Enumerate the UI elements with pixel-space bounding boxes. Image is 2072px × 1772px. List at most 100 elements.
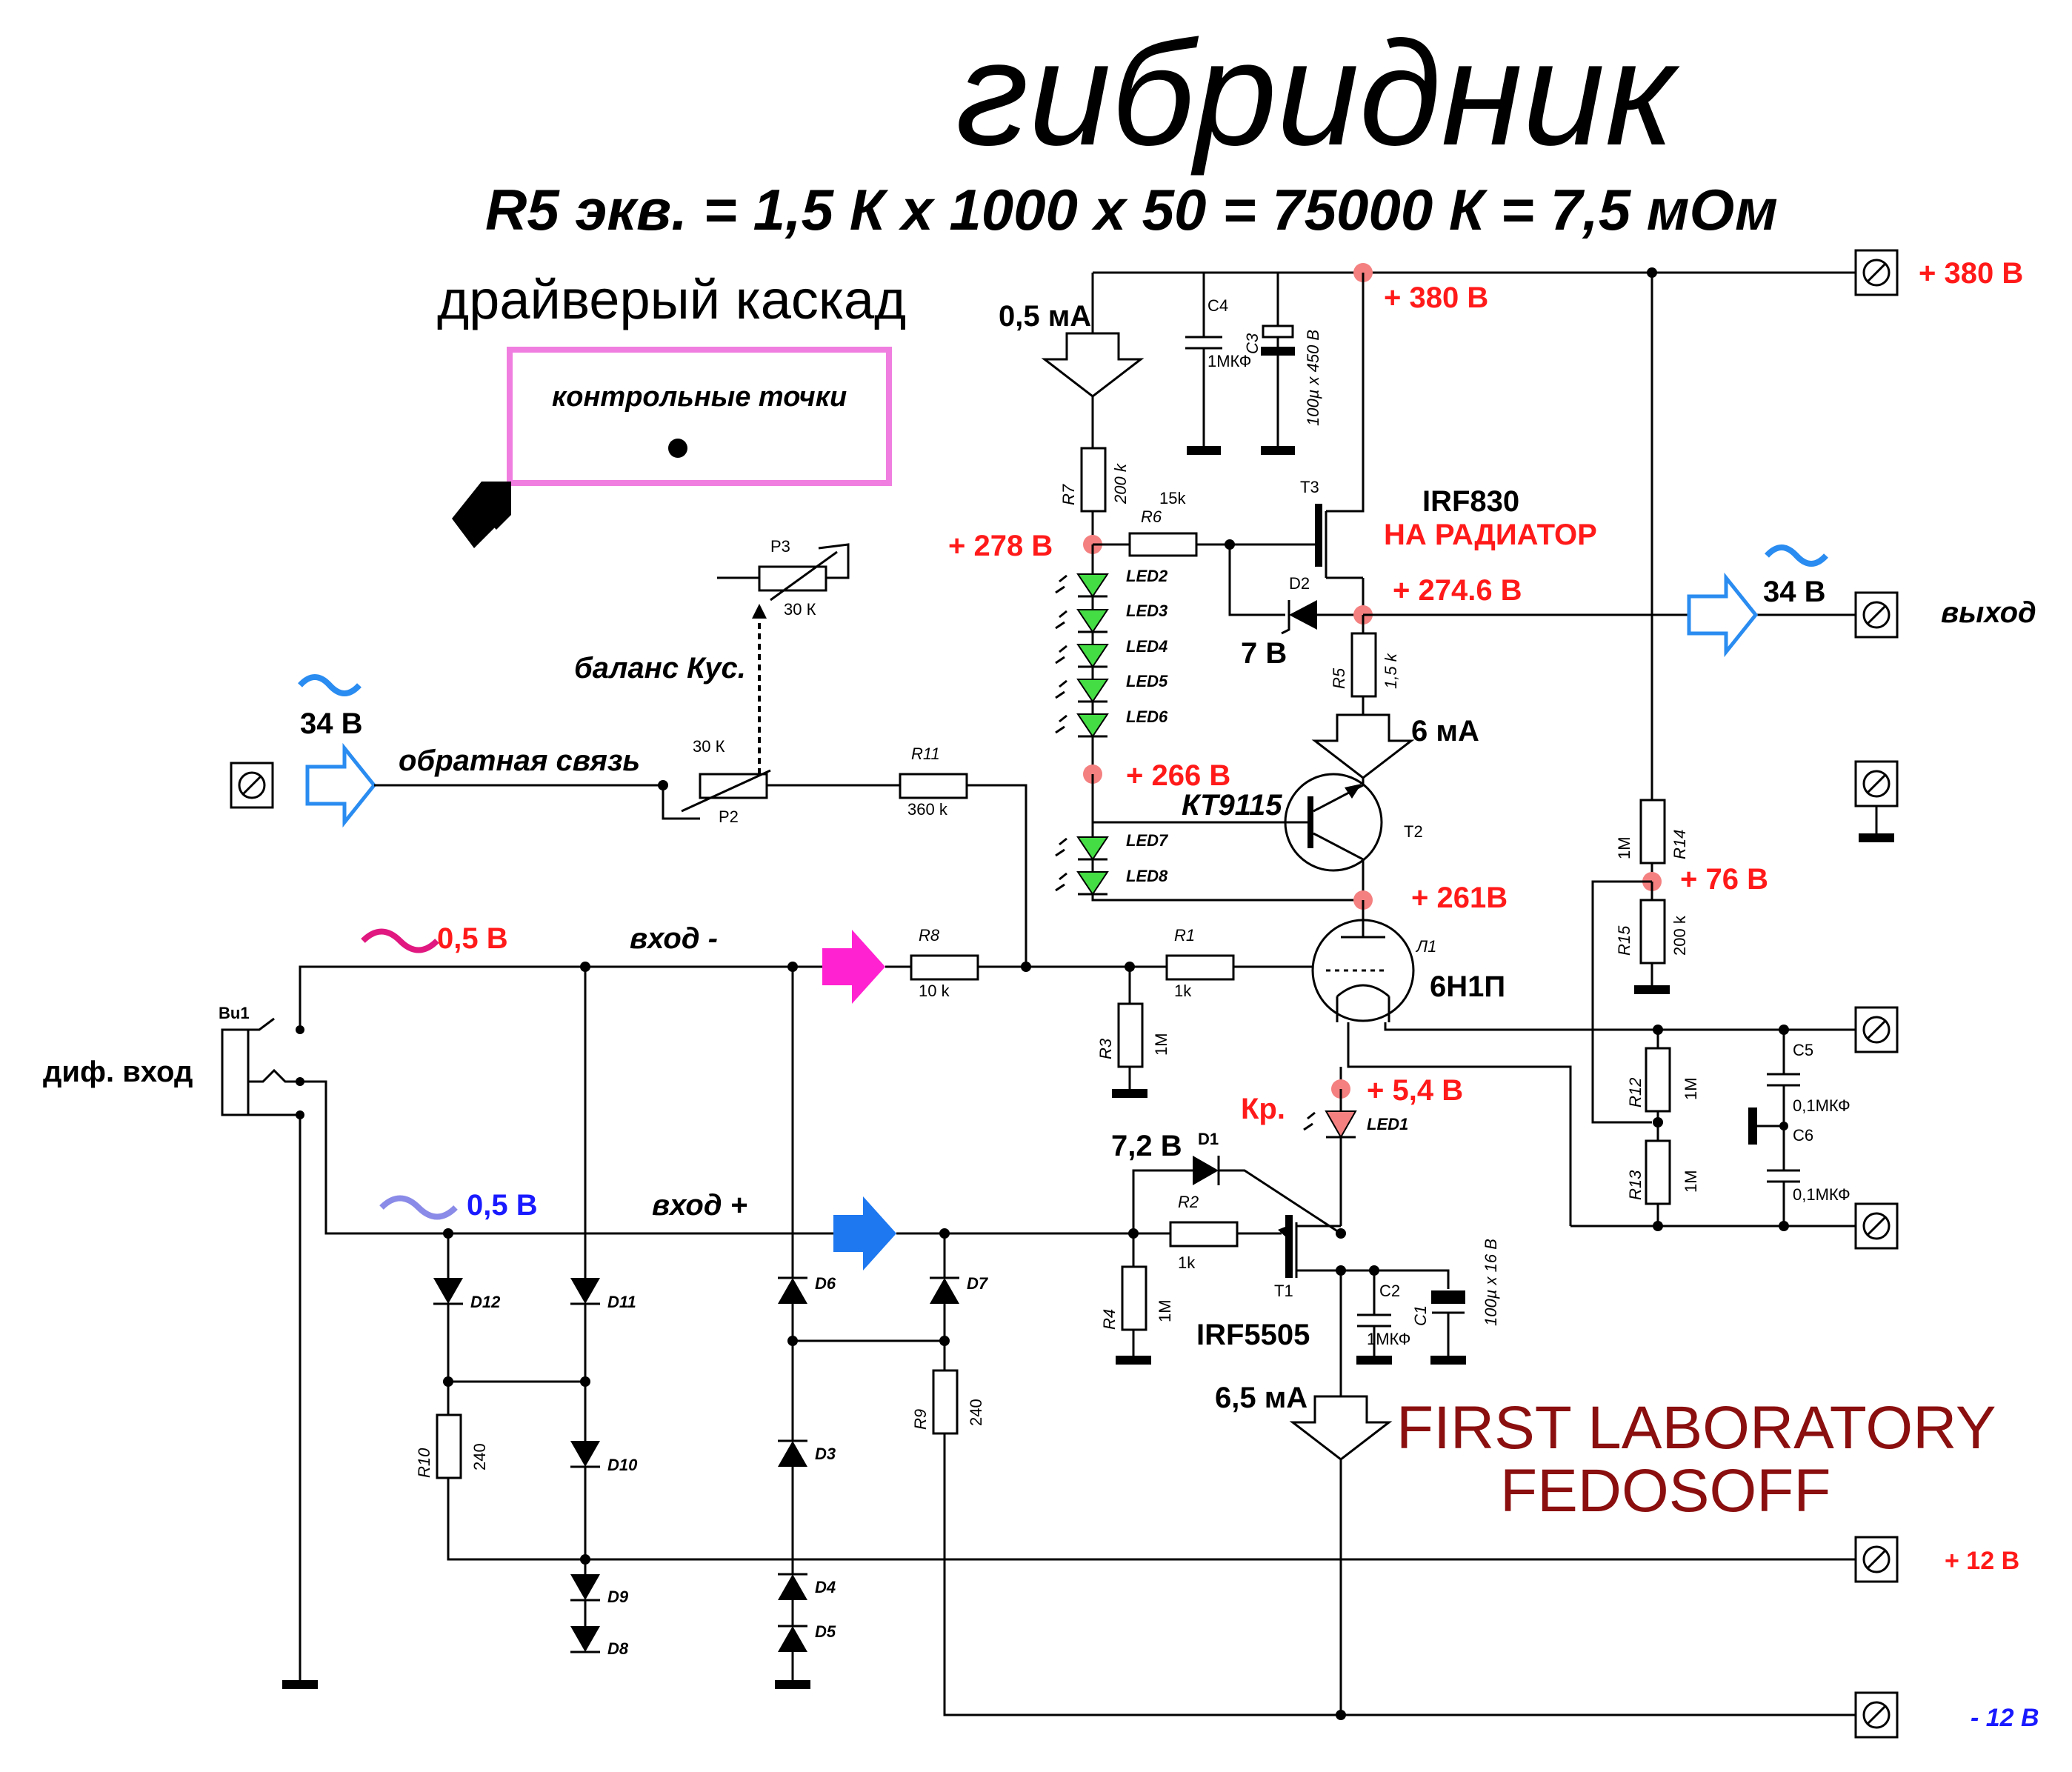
title: гибридник [956, 11, 1680, 176]
v380-label: + 380 В [1384, 282, 1488, 314]
d6-label: D6 [815, 1274, 836, 1293]
r15-label: R15 [1615, 925, 1633, 956]
l1-label: Л1 [1415, 937, 1436, 956]
d1-voltage: 7,2 В [1111, 1130, 1182, 1162]
r1-label: R1 [1174, 926, 1195, 945]
r7-value: 200 k [1111, 463, 1130, 504]
ac-wave-icon [298, 674, 362, 696]
legend-label: контрольные точки [552, 382, 847, 413]
kt9115-label: КТ9115 [1182, 789, 1282, 822]
r5-label: R5 [1330, 667, 1348, 689]
irf5505-label: IRF5505 [1196, 1319, 1310, 1351]
in-plus-voltage: 0,5 В [467, 1189, 538, 1222]
c2-label: C2 [1379, 1282, 1400, 1300]
c6-value: 0,1МКФ [1793, 1185, 1851, 1204]
p2-value: 30 К [693, 737, 725, 756]
t3-label: T3 [1300, 478, 1319, 496]
r6-label: R6 [1141, 507, 1162, 526]
t2-transistor [1284, 773, 1383, 872]
r9-label: R9 [911, 1409, 930, 1430]
brand-line2: FEDOSOFF [1500, 1457, 1831, 1525]
c4-value: 1МКФ [1207, 352, 1251, 370]
r3-label: R3 [1096, 1038, 1115, 1059]
v54-label: + 5,4 В [1367, 1074, 1463, 1107]
r11-value: 360 k [907, 800, 948, 819]
r8-value: 10 k [919, 982, 950, 1000]
t2-label: T2 [1404, 822, 1423, 841]
led2-label: LED2 [1126, 567, 1168, 585]
led-string [1055, 573, 1109, 738]
r6-value: 15k [1159, 489, 1186, 507]
d11-label: D11 [607, 1293, 636, 1311]
input-plus-arrow-icon [833, 1196, 896, 1270]
kr-label: Кр. [1241, 1093, 1285, 1125]
terminal-plus12[interactable] [1854, 1536, 1899, 1583]
terminal-minus12[interactable] [1854, 1691, 1899, 1739]
terminal-out[interactable] [1854, 591, 1899, 639]
ac-wave-icon [1765, 544, 1828, 567]
brand-line1: FIRST LABORATORY [1396, 1394, 1996, 1462]
c1-value: 100µ x 16 В [1482, 1239, 1500, 1326]
r7-label: R7 [1059, 484, 1078, 505]
in-minus-label: вход - [630, 922, 718, 955]
ac-wave-icon [379, 1195, 458, 1220]
d1-label: D1 [1198, 1130, 1219, 1148]
d2-label: D2 [1289, 574, 1310, 593]
v278-label: + 278 В [948, 530, 1053, 562]
c5-value: 0,1МКФ [1793, 1096, 1851, 1115]
r13-value: 1M [1682, 1170, 1700, 1193]
tube-label: 6Н1П [1430, 970, 1505, 1003]
r11-label: R11 [911, 745, 940, 763]
d9-label: D9 [607, 1588, 629, 1606]
d2-voltage: 7 В [1241, 637, 1287, 670]
d12-label: D12 [470, 1293, 501, 1311]
led5-label: LED5 [1126, 672, 1168, 690]
t1-label: T1 [1274, 1282, 1293, 1300]
c6-label: C6 [1793, 1126, 1813, 1145]
terminal-gnd[interactable] [1854, 760, 1899, 842]
c1-label: C1 [1411, 1305, 1430, 1326]
r3-value: 1M [1152, 1033, 1170, 1056]
r2-value: 1k [1178, 1253, 1196, 1272]
led4-label: LED4 [1126, 637, 1167, 656]
terminal-minus12-label: - 12 В [1971, 1704, 2039, 1732]
r8-label: R8 [919, 926, 940, 945]
radiator-label: НА РАДИАТОР [1384, 519, 1597, 551]
r12-label: R12 [1626, 1078, 1645, 1108]
v261-label: + 261В [1411, 882, 1508, 914]
r1-value: 1k [1174, 982, 1192, 1000]
c5-label: C5 [1793, 1041, 1813, 1059]
terminal-mid1[interactable] [1854, 1006, 1899, 1053]
terminal-plus380[interactable] [1854, 249, 1899, 296]
test-point-legend: контрольные точки [507, 347, 892, 486]
i-top-label: 0,5 мА [999, 300, 1091, 333]
fb-amp: 34 В [300, 707, 363, 740]
dif-in-label: диф. вход [43, 1056, 193, 1088]
equation: R5 экв. = 1,5 К х 1000 х 50 = 75000 К = … [485, 177, 1778, 242]
subtitle: драйверый каскад [437, 269, 906, 330]
r5-value: 1,5 k [1382, 653, 1400, 689]
bu1-label: Bu1 [219, 1004, 250, 1022]
terminal-plus380-label: + 380 В [1919, 257, 2023, 290]
r12-value: 1M [1682, 1077, 1700, 1100]
in-minus-voltage: 0,5 В [437, 922, 508, 955]
r2-label: R2 [1178, 1193, 1199, 1211]
led7-label: LED7 [1126, 831, 1169, 850]
tube-6n1p [1311, 900, 1415, 1022]
d5-label: D5 [815, 1622, 836, 1641]
out-amp: 34 В [1763, 576, 1826, 608]
r10-value: 240 [470, 1443, 489, 1470]
balance-label: баланс Кус. [574, 652, 746, 685]
d3-label: D3 [815, 1445, 836, 1463]
d4-label: D4 [815, 1578, 836, 1596]
p3-label: P3 [770, 537, 790, 556]
feedback-arrow-icon [305, 742, 377, 828]
c3-value: 100µ x 450 В [1304, 330, 1322, 426]
terminal-feedback[interactable] [230, 762, 274, 809]
c4-label: C4 [1207, 296, 1228, 315]
terminal-mid2[interactable] [1854, 1202, 1899, 1250]
terminal-out-label: выход [1941, 596, 2036, 629]
led3-label: LED3 [1126, 602, 1167, 620]
